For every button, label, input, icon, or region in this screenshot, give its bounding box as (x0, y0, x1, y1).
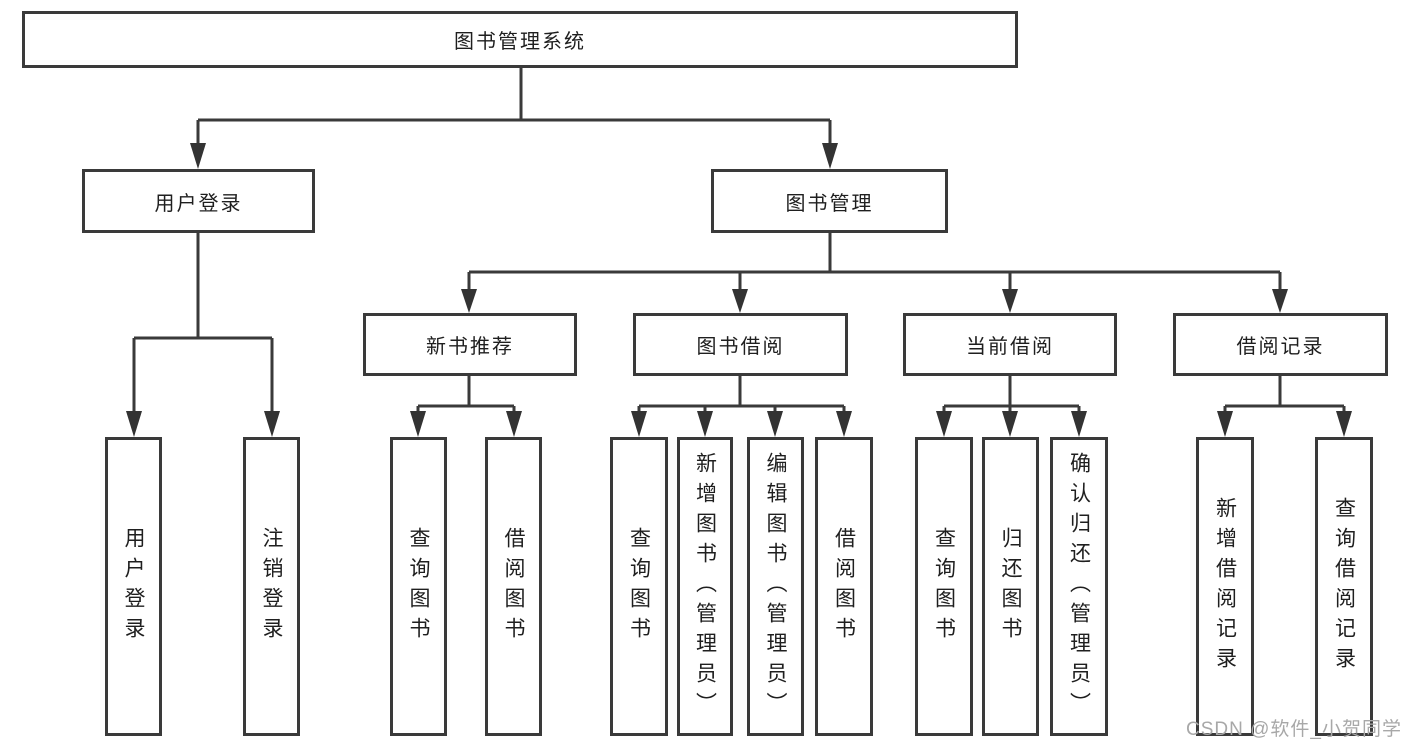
leaf-borrow-books: 借阅图书 (815, 437, 873, 736)
leaf-query-books-borrow: 查询图书 (610, 437, 668, 736)
node-label: 新增图书（管理员） (693, 451, 717, 722)
leaf-query-borrow-record: 查询借阅记录 (1315, 437, 1373, 736)
node-new-book-recommend: 新书推荐 (363, 313, 577, 376)
leaf-query-books-current: 查询图书 (915, 437, 973, 736)
leaf-edit-books-admin: 编辑图书（管理员） (747, 437, 804, 736)
node-label: 查询图书 (627, 526, 651, 647)
leaf-return-books: 归还图书 (982, 437, 1039, 736)
node-label: 借阅记录 (1236, 336, 1325, 358)
node-label: 归还图书 (999, 526, 1022, 647)
node-label: 编辑图书（管理员） (764, 451, 787, 722)
node-user-login-branch: 用户登录 (82, 169, 315, 233)
node-label: 借阅图书 (832, 526, 856, 647)
leaf-query-books-recommend: 查询图书 (390, 437, 447, 736)
node-label: 图书管理 (785, 192, 874, 215)
leaf-borrow-books-recommend: 借阅图书 (485, 437, 542, 736)
arrowheads (126, 143, 1352, 437)
node-label: 用户登录 (154, 192, 243, 215)
node-label: 新书推荐 (426, 336, 514, 358)
node-system-root: 图书管理系统 (22, 11, 1018, 68)
csdn-watermark: CSDN @软件_小贺同学 (1186, 719, 1402, 740)
node-label: 借阅图书 (502, 526, 525, 647)
node-label: 新增借阅记录 (1213, 496, 1237, 677)
node-label: 注销登录 (260, 526, 283, 647)
leaf-add-books-admin: 新增图书（管理员） (677, 437, 733, 736)
node-book-borrowing: 图书借阅 (633, 313, 848, 376)
leaf-confirm-return-admin: 确认归还（管理员） (1050, 437, 1108, 736)
node-book-management-branch: 图书管理 (711, 169, 948, 233)
leaf-user-login: 用户登录 (105, 437, 162, 736)
node-label: 查询图书 (407, 526, 430, 647)
node-borrowing-records: 借阅记录 (1173, 313, 1388, 376)
node-label: 图书借阅 (696, 336, 785, 358)
node-current-borrowing: 当前借阅 (903, 313, 1117, 376)
node-label: 图书管理系统 (454, 31, 586, 53)
node-label: 查询图书 (932, 526, 956, 647)
node-label: 确认归还（管理员） (1067, 451, 1091, 722)
node-label: 当前借阅 (966, 336, 1054, 358)
leaf-add-borrow-record: 新增借阅记录 (1196, 437, 1254, 736)
node-label: 查询借阅记录 (1332, 496, 1356, 677)
node-label: 用户登录 (122, 526, 145, 647)
leaf-logout: 注销登录 (243, 437, 300, 736)
